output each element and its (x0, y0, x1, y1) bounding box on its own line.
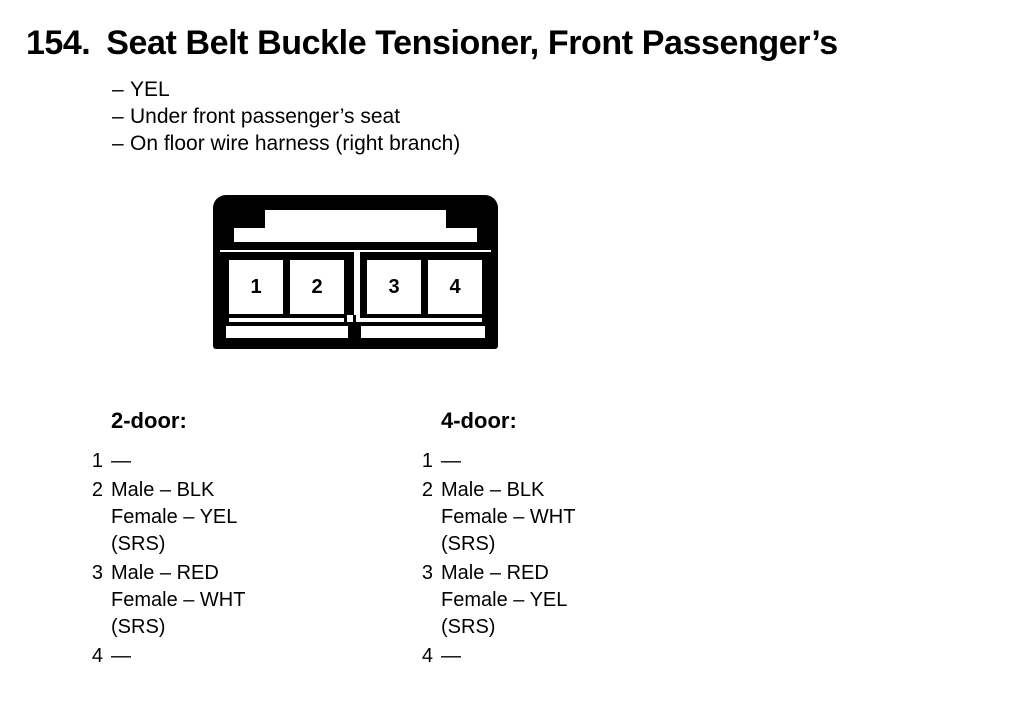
pin-value-line: Female – WHT (111, 589, 246, 611)
pin-number: 1 (421, 450, 433, 472)
pin-value-line: Male – RED (441, 562, 549, 584)
pinout-row: 3 Male – RED Female – WHT (SRS) (88, 560, 246, 641)
pin-number: 2 (421, 479, 433, 501)
dash-marker: – (112, 78, 124, 101)
description-list: – YEL – Under front passenger’s seat – O… (112, 76, 460, 157)
pinout-row: 2 Male – BLK Female – WHT (SRS) (418, 477, 576, 558)
pinout-column-heading: 2-door: (111, 408, 187, 433)
pin-number: 3 (91, 562, 103, 584)
pin-number: 3 (421, 562, 433, 584)
dash-marker: – (112, 132, 124, 155)
pin-values: Male – RED Female – WHT (SRS) (111, 560, 245, 641)
connector-centre-slot (354, 252, 360, 322)
pin-values: Male – BLK Female – YEL (SRS) (111, 477, 237, 558)
list-item: – YEL (112, 76, 460, 103)
entry-title: Seat Belt Buckle Tensioner, Front Passen… (106, 24, 838, 62)
pin-number: 2 (91, 479, 103, 501)
pin-values: — (441, 448, 461, 475)
connector-centre-post-slot (347, 315, 353, 323)
pinout-column-2door: 2-door: 1 — 2 Male – BLK Female – YEL (S… (88, 408, 246, 672)
connector-pin-3: 3 (367, 260, 421, 314)
pin-number: 4 (91, 645, 103, 667)
pin-values: Male – BLK Female – WHT (SRS) (441, 477, 575, 558)
connector-pin-4: 4 (428, 260, 482, 314)
connector-diagram: 1 2 3 4 (213, 195, 498, 349)
pin-value-line: — (441, 450, 461, 472)
pinout-row: 2 Male – BLK Female – YEL (SRS) (88, 477, 245, 558)
pin-value-line: — (111, 645, 131, 667)
pin-values: — (111, 643, 131, 670)
pinout-column-heading: 4-door: (441, 408, 517, 433)
pin-value-line: — (111, 450, 131, 472)
pin-value-line: Female – YEL (441, 589, 568, 611)
pin-values: — (111, 448, 131, 475)
connector-pin-row: 1 2 3 4 (220, 252, 491, 322)
connector-pin-2: 2 (290, 260, 344, 314)
foot-bar-right (361, 326, 485, 338)
pin-values: Male – RED Female – YEL (SRS) (441, 560, 567, 641)
pin-value-line: Male – RED (111, 562, 219, 584)
pin-value-line: Male – BLK (441, 479, 545, 501)
pin-value-line: Male – BLK (111, 479, 215, 501)
list-item: – Under front passenger’s seat (112, 103, 460, 130)
band-inner-strip (234, 228, 477, 242)
pin-number: 4 (421, 645, 433, 667)
entry-number: 154. (26, 24, 91, 62)
page-title: 154. Seat Belt Buckle Tensioner, Front P… (26, 24, 838, 63)
pin-value-line: (SRS) (111, 616, 166, 638)
pin-value-line: Female – WHT (441, 506, 576, 528)
list-item-label: YEL (130, 78, 170, 101)
list-item-label: On floor wire harness (right branch) (130, 132, 461, 155)
connector-top-band (220, 202, 491, 250)
pinout-row: 4 — (418, 643, 575, 670)
list-item: – On floor wire harness (right branch) (112, 130, 460, 157)
pin-values: — (441, 643, 461, 670)
list-item-label: Under front passenger’s seat (130, 105, 401, 128)
connector-pin-1: 1 (229, 260, 283, 314)
pinout-row: 4 — (88, 643, 245, 670)
pin-number: 1 (91, 450, 103, 472)
pin-value-line: Female – YEL (111, 506, 238, 528)
pin-value-line: (SRS) (441, 616, 496, 638)
pinout-row: 3 Male – RED Female – YEL (SRS) (418, 560, 575, 641)
foot-bar-left (226, 326, 348, 338)
band-notch-upper (265, 210, 446, 230)
connector-foot (220, 322, 491, 342)
connector-shell-outline (213, 195, 498, 349)
pinout-column-4door: 4-door: 1 — 2 Male – BLK Female – WHT (S… (418, 408, 576, 672)
pinout-row: 1 — (418, 448, 575, 475)
pin-value-line: — (441, 645, 461, 667)
pinout-row: 1 — (88, 448, 245, 475)
pin-value-line: (SRS) (111, 533, 166, 555)
pin-value-line: (SRS) (441, 533, 496, 555)
dash-marker: – (112, 105, 124, 128)
